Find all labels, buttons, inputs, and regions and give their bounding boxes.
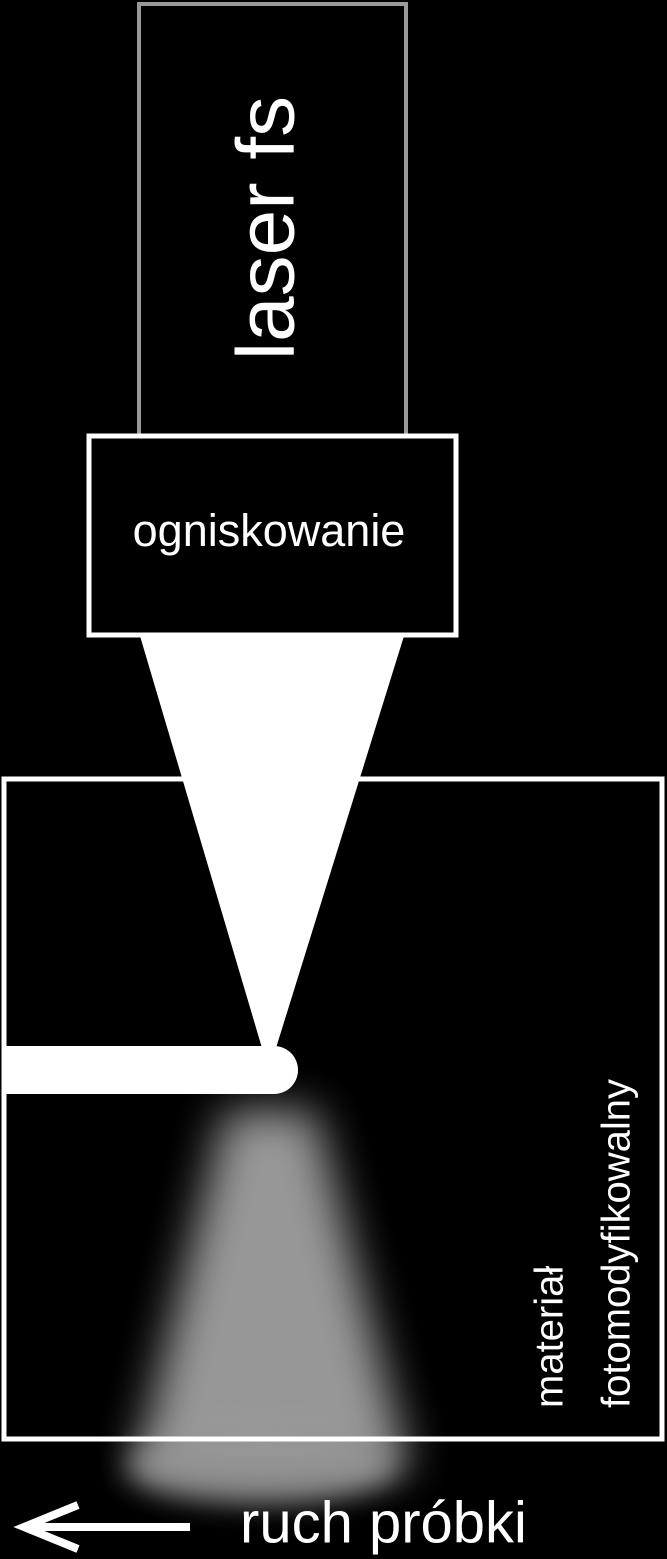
arrow-left-icon xyxy=(13,1501,190,1553)
laser-beam-cone xyxy=(140,636,404,1048)
modified-region-glow xyxy=(127,1110,410,1503)
sample-motion-label: ruch próbki xyxy=(240,1490,527,1555)
material-label-line1: materiał xyxy=(528,1266,572,1408)
focusing-box xyxy=(86,433,459,638)
focusing-label: ogniskowanie xyxy=(133,505,406,556)
laser-label: laser fs xyxy=(221,96,312,360)
material-label-line2: fotomodyfikowalny xyxy=(595,1079,639,1408)
written-line xyxy=(6,1046,298,1094)
